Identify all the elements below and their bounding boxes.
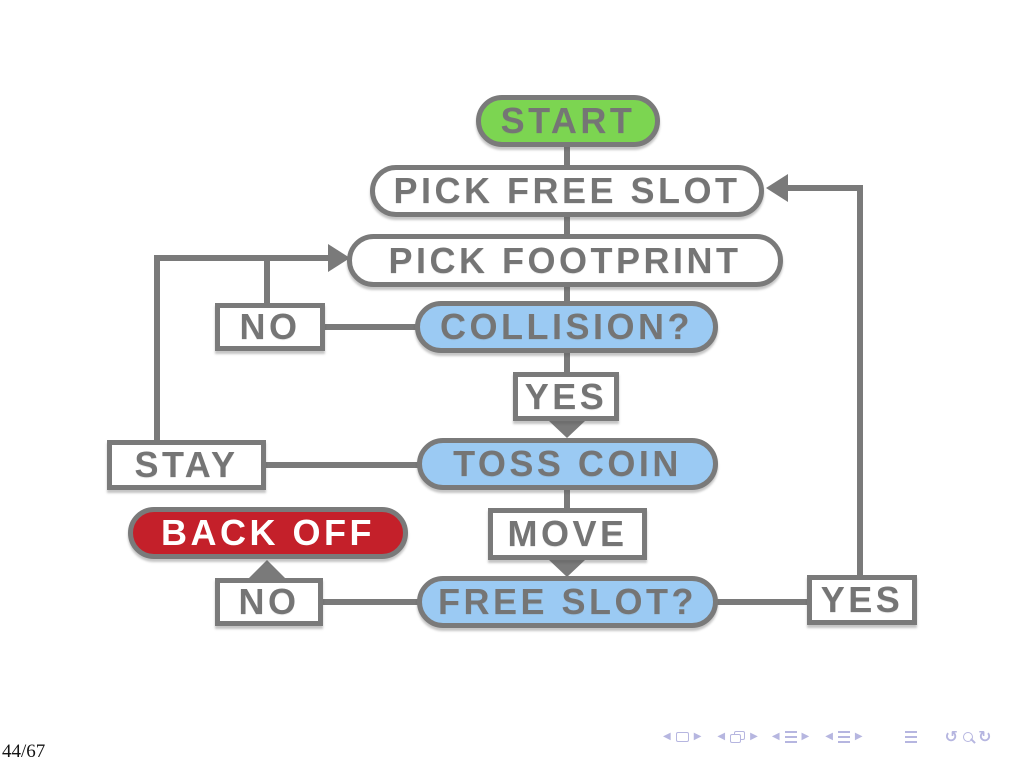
node-toss-coin: TOSS COIN	[417, 438, 718, 490]
connector-yes-right-vertical	[857, 185, 863, 580]
connector-pickfootprint-collision	[564, 280, 570, 308]
node-no-upper: NO	[215, 303, 325, 351]
connector-no-freeslot	[316, 599, 422, 605]
connector-loop-left-vertical	[154, 255, 160, 445]
node-collision: COLLISION?	[415, 301, 718, 353]
node-stay: STAY	[107, 440, 266, 490]
arrowhead-right-into-pickfootprint-icon	[328, 244, 350, 272]
connector-tosscoin-move	[564, 485, 570, 513]
arrowhead-down-yes-to-tosscoin-icon	[549, 421, 585, 438]
prev-section-icon[interactable]: ◀	[825, 731, 833, 742]
connector-right-top	[782, 185, 863, 191]
connector-stay-tosscoin	[260, 462, 422, 468]
connector-start-pickfreeslot	[564, 140, 570, 170]
node-yes-right: YES	[807, 575, 917, 625]
prev-slide-icon[interactable]: ◀	[663, 731, 671, 742]
node-back-off: BACK OFF	[128, 507, 408, 559]
arrowhead-left-into-pickfreeslot-icon	[766, 174, 788, 202]
node-pick-free-slot: PICK FREE SLOT	[370, 165, 764, 217]
node-move: MOVE	[488, 508, 647, 560]
frames-icon[interactable]	[730, 731, 746, 743]
arrowhead-up-no-to-backoff-icon	[249, 560, 285, 578]
connector-collision-yes	[564, 348, 570, 376]
connector-freeslot-yes	[712, 599, 812, 605]
connector-no-loop-up	[264, 256, 270, 308]
next-section-icon[interactable]: ▶	[854, 731, 863, 742]
arrowhead-down-move-to-freeslot-icon	[549, 560, 585, 577]
slide-page-indicator: 44/67	[2, 741, 46, 762]
go-forward-icon[interactable]: ↻	[978, 727, 992, 746]
node-pick-footprint: PICK FOOTPRINT	[347, 234, 783, 287]
next-slide-icon[interactable]: ▶	[693, 731, 702, 742]
connector-loop-top	[154, 255, 334, 261]
node-no-lower: NO	[215, 578, 323, 626]
subsection-page-icon[interactable]	[784, 731, 797, 743]
connector-collision-no	[318, 324, 420, 330]
next-subsection-icon[interactable]: ▶	[801, 731, 810, 742]
appendix-page-icon[interactable]	[904, 731, 917, 743]
node-free-slot: FREE SLOT?	[417, 576, 718, 628]
node-yes-mid: YES	[513, 372, 619, 421]
prev-frame-icon[interactable]: ◀	[717, 731, 726, 742]
connector-pickfreeslot-pickfootprint	[564, 210, 570, 242]
prev-subsection-icon[interactable]: ◀	[771, 731, 780, 742]
search-icon[interactable]	[963, 732, 976, 744]
section-page-icon[interactable]	[837, 731, 850, 743]
beamer-navigation-bar: ◀ ▶ ◀ ▶ ◀ ▶ ◀ ▶ ↺ ↻	[663, 726, 991, 748]
node-start: START	[476, 95, 660, 147]
slide-icon[interactable]	[675, 732, 689, 742]
next-frame-icon[interactable]: ▶	[750, 731, 758, 742]
go-back-icon[interactable]: ↺	[944, 727, 959, 746]
